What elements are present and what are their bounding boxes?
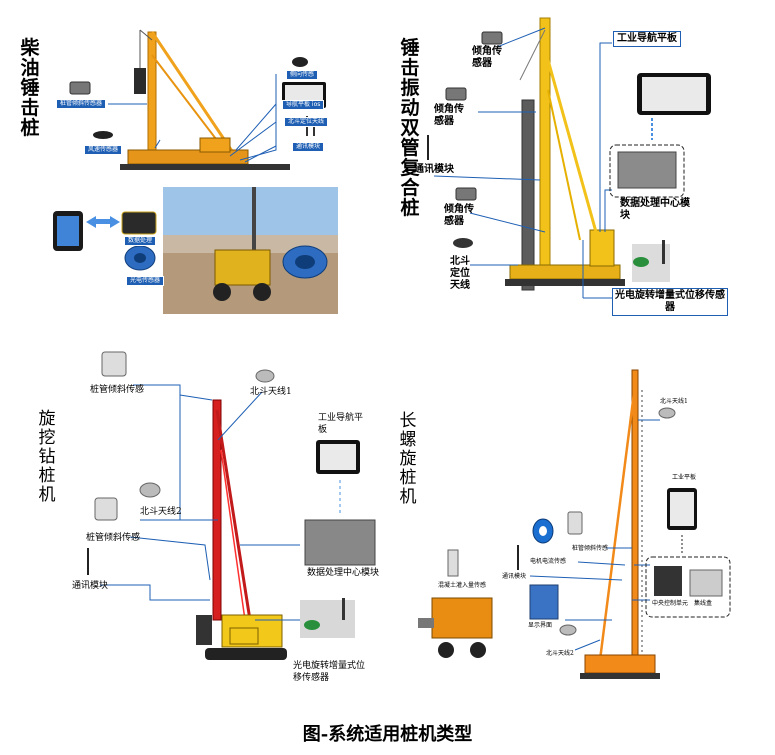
q4-label-current: 电机电流传感 (530, 558, 567, 565)
tilt-sensor-icon (445, 87, 467, 101)
tilt-sensor-icon (69, 81, 91, 95)
q3-label-encoder: 光电旋转增量式位移传感器 (293, 661, 366, 683)
q4-label-comm: 通讯模块 (502, 573, 527, 580)
q3-label-tilt-2: 桩管倾斜传感 (86, 533, 141, 543)
q1-connector-lines (108, 74, 277, 163)
q3-label-processing: 数据处理中心模块 (307, 568, 380, 578)
q2-rig (505, 17, 625, 291)
q1-tag-3: 北斗定位天线 (284, 117, 329, 127)
q4-label-central: 中央控制单元 (652, 600, 689, 607)
figure-caption: 图-系统适用桩机类型 (302, 724, 473, 745)
q1-rig (120, 29, 290, 170)
q3-label-beidou-1: 北斗天线1 (250, 387, 292, 397)
antenna-icon (658, 407, 676, 419)
q1-tag-1: 侧向传感 (286, 70, 319, 80)
q3-label-tilt-1: 桩管倾斜传感 (90, 385, 145, 395)
antenna-icon (292, 57, 308, 67)
flow-sensor-icon (447, 549, 459, 577)
tilt-sensor-icon (481, 31, 503, 45)
q4-rig (580, 369, 660, 679)
concrete-pump-icon (418, 597, 493, 658)
q2-connector-lines (433, 27, 612, 299)
q4-title: 长螺旋桩机 (399, 411, 417, 507)
q1-tag-5: 桩管倾斜传感器 (56, 99, 107, 109)
q1-tag-6: 风速传感器 (84, 145, 123, 155)
q4-label-beidou-2: 北斗天线2 (546, 650, 574, 657)
q3-connector-lines (100, 384, 300, 621)
q4-label-concrete: 混凝土灌入量传感 (438, 582, 487, 589)
control-box-frame (645, 556, 731, 618)
encoder-icon (300, 600, 355, 638)
display-icon (529, 584, 559, 620)
q2-label-processing: 数据处理中心模块 (620, 198, 690, 221)
tilt-sensor-icon (101, 351, 127, 377)
q2-title: 锤击振动双管复合桩 (400, 37, 420, 219)
q2-label-tilt-2: 倾角传感器 (434, 104, 464, 127)
q3-label-comm: 通讯模块 (72, 581, 109, 591)
q4-connector-lines (529, 419, 660, 651)
q2-label-encoder: 光电旋转增量式位移传感器 (612, 288, 728, 316)
processing-unit-icon (304, 519, 376, 566)
tilt-sensor-icon (94, 497, 118, 521)
q2-label-beidou: 北斗定位天线 (450, 256, 470, 291)
q1-tag-4: 通讯模块 (292, 142, 325, 152)
device-icon (121, 211, 157, 235)
antenna-icon (139, 482, 161, 498)
q2-label-comm: 通讯模块 (414, 164, 454, 175)
q4-label-tablet: 工业平板 (672, 474, 697, 481)
q3-label-beidou-2: 北斗天线2 (140, 507, 182, 517)
q4-label-beidou-1: 北斗天线1 (660, 398, 688, 405)
junction-box-icon (689, 569, 723, 597)
control-unit-icon (654, 566, 682, 596)
q2-label-tablet: 工业导航平板 (613, 31, 681, 47)
antenna-icon (255, 369, 275, 383)
site-photo (163, 187, 338, 314)
antenna-icon (559, 624, 577, 636)
q3-title: 旋挖钻桩机 (38, 409, 56, 505)
wind-sensor-icon (93, 131, 113, 139)
antenna-icon (453, 238, 473, 248)
q3-rig (196, 399, 287, 660)
tilt-sensor-icon (567, 511, 583, 535)
q1-title: 柴油锤击桩 (20, 37, 40, 139)
q4-label-display: 显示界面 (528, 622, 553, 629)
processing-box-frame (609, 144, 685, 198)
q1-tag-2: 导航平板 ios (282, 100, 325, 110)
q4-label-tilt: 桩管倾斜传感 (572, 545, 609, 552)
q1-tag-7: 数据处理 (124, 236, 157, 246)
q2-label-tilt-3: 倾角传感器 (444, 204, 474, 227)
q2-label-tilt-1: 倾角传感器 (472, 46, 502, 69)
q4-label-junction: 集线盒 (694, 600, 713, 607)
processing-unit-icon (617, 151, 677, 189)
q1-tag-8: 光电传感器 (126, 276, 165, 286)
q3-label-tablet: 工业导航平板 (318, 413, 364, 435)
tilt-sensor-icon (455, 187, 477, 201)
